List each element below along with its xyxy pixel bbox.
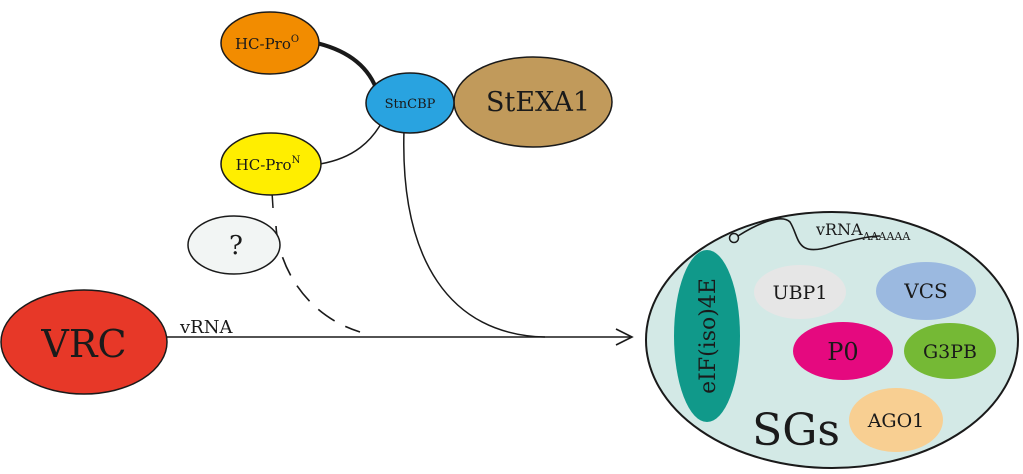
curve-stncbp-to-sgs: [403, 129, 546, 338]
hcpro-n-node: [220, 132, 322, 196]
hcpro-o-label: HC-Pro: [235, 35, 291, 53]
vcs-node: [876, 262, 976, 320]
unknown-node: [187, 215, 281, 275]
vcs-label: VCS: [903, 279, 947, 303]
vrna-strand: [737, 218, 881, 251]
unknown-label: ?: [229, 231, 243, 261]
stncbp-node: [365, 72, 455, 134]
hcpro-o-superscript: O: [291, 34, 299, 45]
vrc-node: [0, 289, 168, 395]
link-hcpro-n-stncbp: [319, 121, 383, 165]
sgs-vrna-label: vRNA: [815, 220, 863, 239]
vrc-label: VRC: [40, 322, 126, 366]
ago1-label: AGO1: [867, 410, 925, 432]
stncbp-label: StnCBP: [385, 97, 436, 112]
sgs-vrna-text: vRNAAAAAAA: [815, 220, 911, 243]
hcpro-n-text: HC-ProN: [236, 155, 301, 174]
hcpro-n-superscript: N: [292, 155, 301, 166]
link-hcpro-o-stncbp: [311, 40, 378, 89]
eif-label: eIF(iso)4E: [696, 278, 721, 394]
p0-node: [793, 322, 893, 380]
vrna-edge-label: vRNA: [179, 317, 233, 338]
hcpro-n-label: HC-Pro: [236, 156, 292, 174]
stexa1-label: StEXA1: [486, 87, 590, 118]
g3pb-label: G3PB: [923, 341, 977, 363]
ago1-node: [849, 388, 943, 452]
sgs-label: SGs: [752, 405, 840, 456]
p0-label: P0: [827, 338, 858, 366]
hcpro-o-text: HC-ProO: [235, 34, 299, 53]
vrna-cap-icon: [728, 232, 740, 244]
sgs-vrna-subscript: AAAAAA: [862, 230, 912, 243]
ubp1-label: UBP1: [773, 282, 828, 304]
eif-node: [674, 250, 740, 422]
g3pb-node: [904, 323, 996, 379]
hcpro-o-node: [220, 11, 320, 75]
dashed-path-unknown: [275, 225, 361, 333]
ubp1-node: [754, 265, 846, 319]
